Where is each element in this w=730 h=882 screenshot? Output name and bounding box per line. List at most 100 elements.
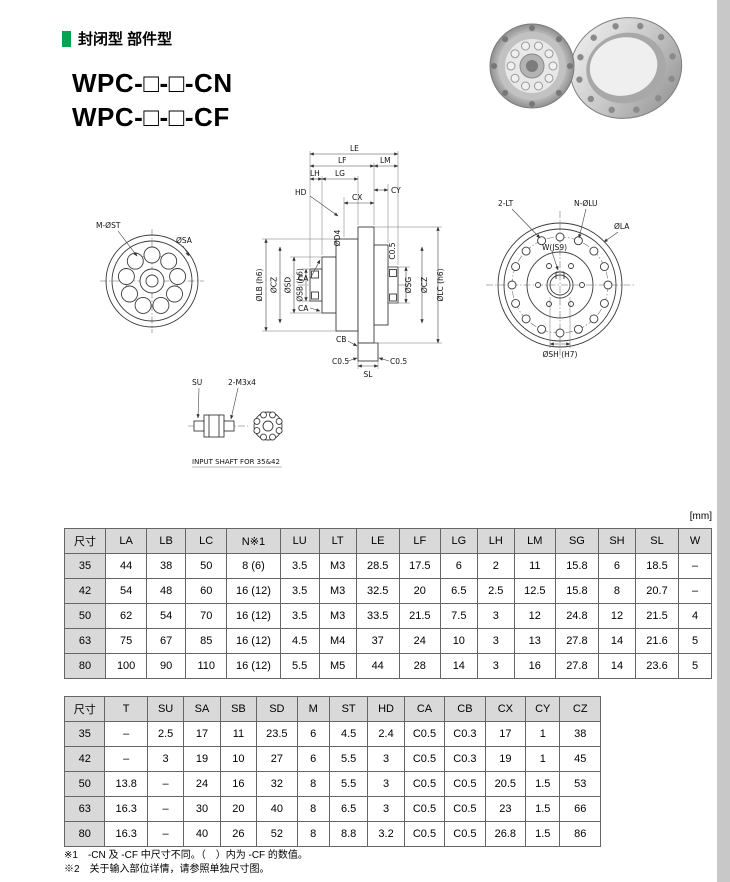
value-cell: 50 <box>185 553 228 579</box>
value-cell: 12 <box>513 603 556 629</box>
size-cell: 80 <box>63 653 107 679</box>
value-cell: 70 <box>185 603 228 629</box>
value-cell: 27.8 <box>554 653 599 679</box>
value-cell: 8.8 <box>328 821 369 847</box>
dim-label-c05-hub: C0.5 <box>388 242 397 259</box>
value-cell: 24 <box>398 628 441 654</box>
label-su: SU <box>192 378 202 387</box>
dim-label-sg: ØSG <box>404 277 413 294</box>
value-cell: M3 <box>318 578 357 604</box>
value-cell: 12 <box>597 603 636 629</box>
value-cell: 17 <box>484 721 527 747</box>
value-cell: 21.5 <box>634 603 680 629</box>
column-header: CY <box>525 696 561 722</box>
value-cell: C0.5 <box>403 796 446 822</box>
value-cell: 23.6 <box>634 653 680 679</box>
value-cell: 14 <box>439 653 478 679</box>
value-cell: 6.5 <box>439 578 478 604</box>
value-cell: 66 <box>559 796 601 822</box>
unit-note: [mm] <box>689 511 712 522</box>
value-cell: 3.5 <box>279 578 320 604</box>
footnotes: ※1 -CN 及 -CF 中尺寸不同。（ ）内为 -CF 的数值。 ※2 关于输… <box>64 849 308 877</box>
product-photo <box>489 17 683 119</box>
column-header: LB <box>146 528 187 554</box>
value-cell: 85 <box>185 628 228 654</box>
value-cell: 5 <box>678 628 712 654</box>
dim-label-lh: LH <box>310 169 320 178</box>
size-cell: 42 <box>63 746 106 772</box>
value-cell: 52 <box>256 821 298 847</box>
value-cell: 14 <box>597 628 636 654</box>
dim-label-lu: N-ØLU <box>574 199 598 208</box>
value-cell: C0.5 <box>403 721 446 747</box>
value-cell: 3 <box>476 653 515 679</box>
footnote-1: ※1 -CN 及 -CF 中尺寸不同。（ ）内为 -CF 的数值。 <box>64 850 308 861</box>
value-cell: – <box>146 771 185 797</box>
column-header: LU <box>279 528 320 554</box>
value-cell: 27.8 <box>554 628 599 654</box>
value-cell: 11 <box>513 553 556 579</box>
value-cell: 38 <box>559 721 601 747</box>
value-cell: 16 <box>219 771 258 797</box>
value-cell: 15.8 <box>554 553 599 579</box>
value-cell: 23.5 <box>256 721 298 747</box>
dim-label-cz-right: ØCZ <box>420 277 429 293</box>
column-header: LF <box>398 528 441 554</box>
value-cell: 44 <box>105 553 148 579</box>
value-cell: 45 <box>559 746 601 772</box>
value-cell: – <box>146 796 185 822</box>
page-edge-strip <box>717 0 730 882</box>
value-cell: 5.5 <box>279 653 320 679</box>
column-header: SU <box>146 696 185 722</box>
value-cell: 13.8 <box>104 771 148 797</box>
value-cell: 8 <box>296 771 330 797</box>
value-cell: C0.5 <box>403 771 446 797</box>
value-cell: 6 <box>439 553 478 579</box>
front-view: M-ØST ØSA <box>96 221 204 333</box>
column-header: LG <box>439 528 478 554</box>
dimension-drawing: M-ØST ØSA LE LF <box>96 144 634 468</box>
value-cell: 1.5 <box>525 796 561 822</box>
value-cell: 27 <box>256 746 298 772</box>
value-cell: 6 <box>296 721 330 747</box>
value-cell: 3.2 <box>367 821 405 847</box>
dim-label-lt: 2-LT <box>498 199 514 208</box>
column-header: M <box>296 696 330 722</box>
value-cell: 3.5 <box>279 603 320 629</box>
column-header: SA <box>183 696 221 722</box>
size-cell: 35 <box>63 553 107 579</box>
section-title: 封闭型 部件型 <box>78 31 173 48</box>
value-cell: C0.5 <box>444 821 486 847</box>
value-cell: 1.5 <box>525 821 561 847</box>
value-cell: 5.5 <box>328 746 369 772</box>
value-cell: 8 <box>296 796 330 822</box>
value-cell: 4.5 <box>328 721 369 747</box>
value-cell: 19 <box>484 746 527 772</box>
value-cell: 67 <box>146 628 187 654</box>
column-header: CB <box>444 696 486 722</box>
dim-label-cy: CY <box>391 186 401 195</box>
value-cell: 2.5 <box>476 578 515 604</box>
value-cell: 4.5 <box>279 628 320 654</box>
model-line-2: WPC-□-□-CF <box>72 102 230 132</box>
value-cell: 3 <box>476 603 515 629</box>
dim-label-d4: ØD4 <box>333 230 342 247</box>
dim-label-ca-top: CA <box>298 274 309 283</box>
dim-label-w: W(JS9) <box>542 243 567 252</box>
value-cell: 20.5 <box>484 771 527 797</box>
value-cell: 8 <box>597 578 636 604</box>
value-cell: – <box>104 721 148 747</box>
value-cell: 14 <box>597 653 636 679</box>
dim-label-la: ØLA <box>614 222 630 231</box>
value-cell: C0.3 <box>444 746 486 772</box>
column-header: SD <box>256 696 298 722</box>
value-cell: 16.3 <box>104 796 148 822</box>
size-cell: 50 <box>63 603 107 629</box>
dim-label-hd: HD <box>295 188 307 197</box>
